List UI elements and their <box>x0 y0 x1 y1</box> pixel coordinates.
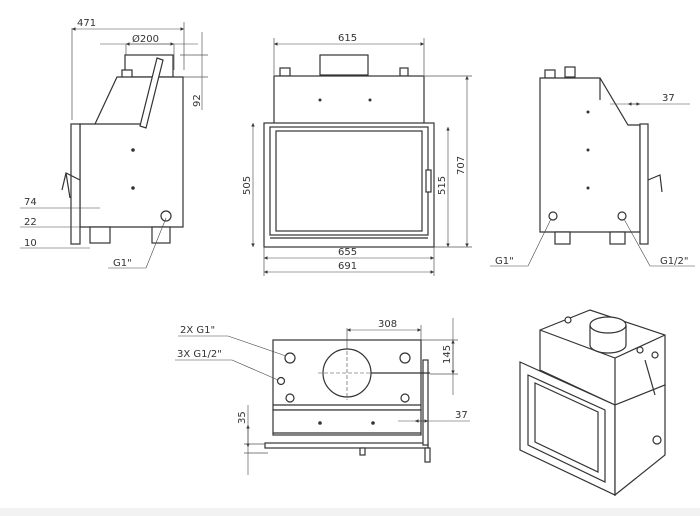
dim-35-label: 35 <box>237 411 248 424</box>
dim-37-label: 37 <box>662 93 675 104</box>
isometric-view <box>519 309 666 497</box>
dim-145-label: 145 <box>442 345 453 364</box>
dim-width-inner-label: 655 <box>338 247 357 258</box>
connection-right-label: G1/2" <box>660 256 688 267</box>
right-side-view: 37 G1" G1/2" <box>490 66 695 267</box>
dim-flue-label: Ø200 <box>132 33 159 45</box>
dim-10-label: 10 <box>24 238 37 249</box>
dim-37-top-label: 37 <box>455 410 468 421</box>
dim-depth-label: 471 <box>77 18 96 29</box>
bottom-strip <box>0 508 700 516</box>
dim-22-label: 22 <box>24 217 37 228</box>
label-3x-g12: 3X G1/2" <box>177 349 222 360</box>
dim-flue-height-label: 92 <box>192 94 203 107</box>
top-view: 2X G1" 3X G1/2" 308 145 35 37 <box>175 318 470 475</box>
connection-label: G1" <box>113 258 132 269</box>
dim-height-frame-label: 505 <box>242 176 253 195</box>
left-side-view: 471 Ø200 92 74 22 10 G1" <box>20 18 208 269</box>
dim-height-total-label: 707 <box>456 156 467 175</box>
dim-74-label: 74 <box>24 197 37 208</box>
dim-top-label: 615 <box>338 33 357 44</box>
label-2x-g1: 2X G1" <box>180 325 215 336</box>
connection-left-label: G1" <box>495 256 514 267</box>
front-view: 615 505 515 707 655 691 <box>242 33 472 276</box>
dim-308-label: 308 <box>378 319 397 330</box>
dim-width-total-label: 691 <box>338 261 357 272</box>
dim-height-door-label: 515 <box>437 176 448 195</box>
